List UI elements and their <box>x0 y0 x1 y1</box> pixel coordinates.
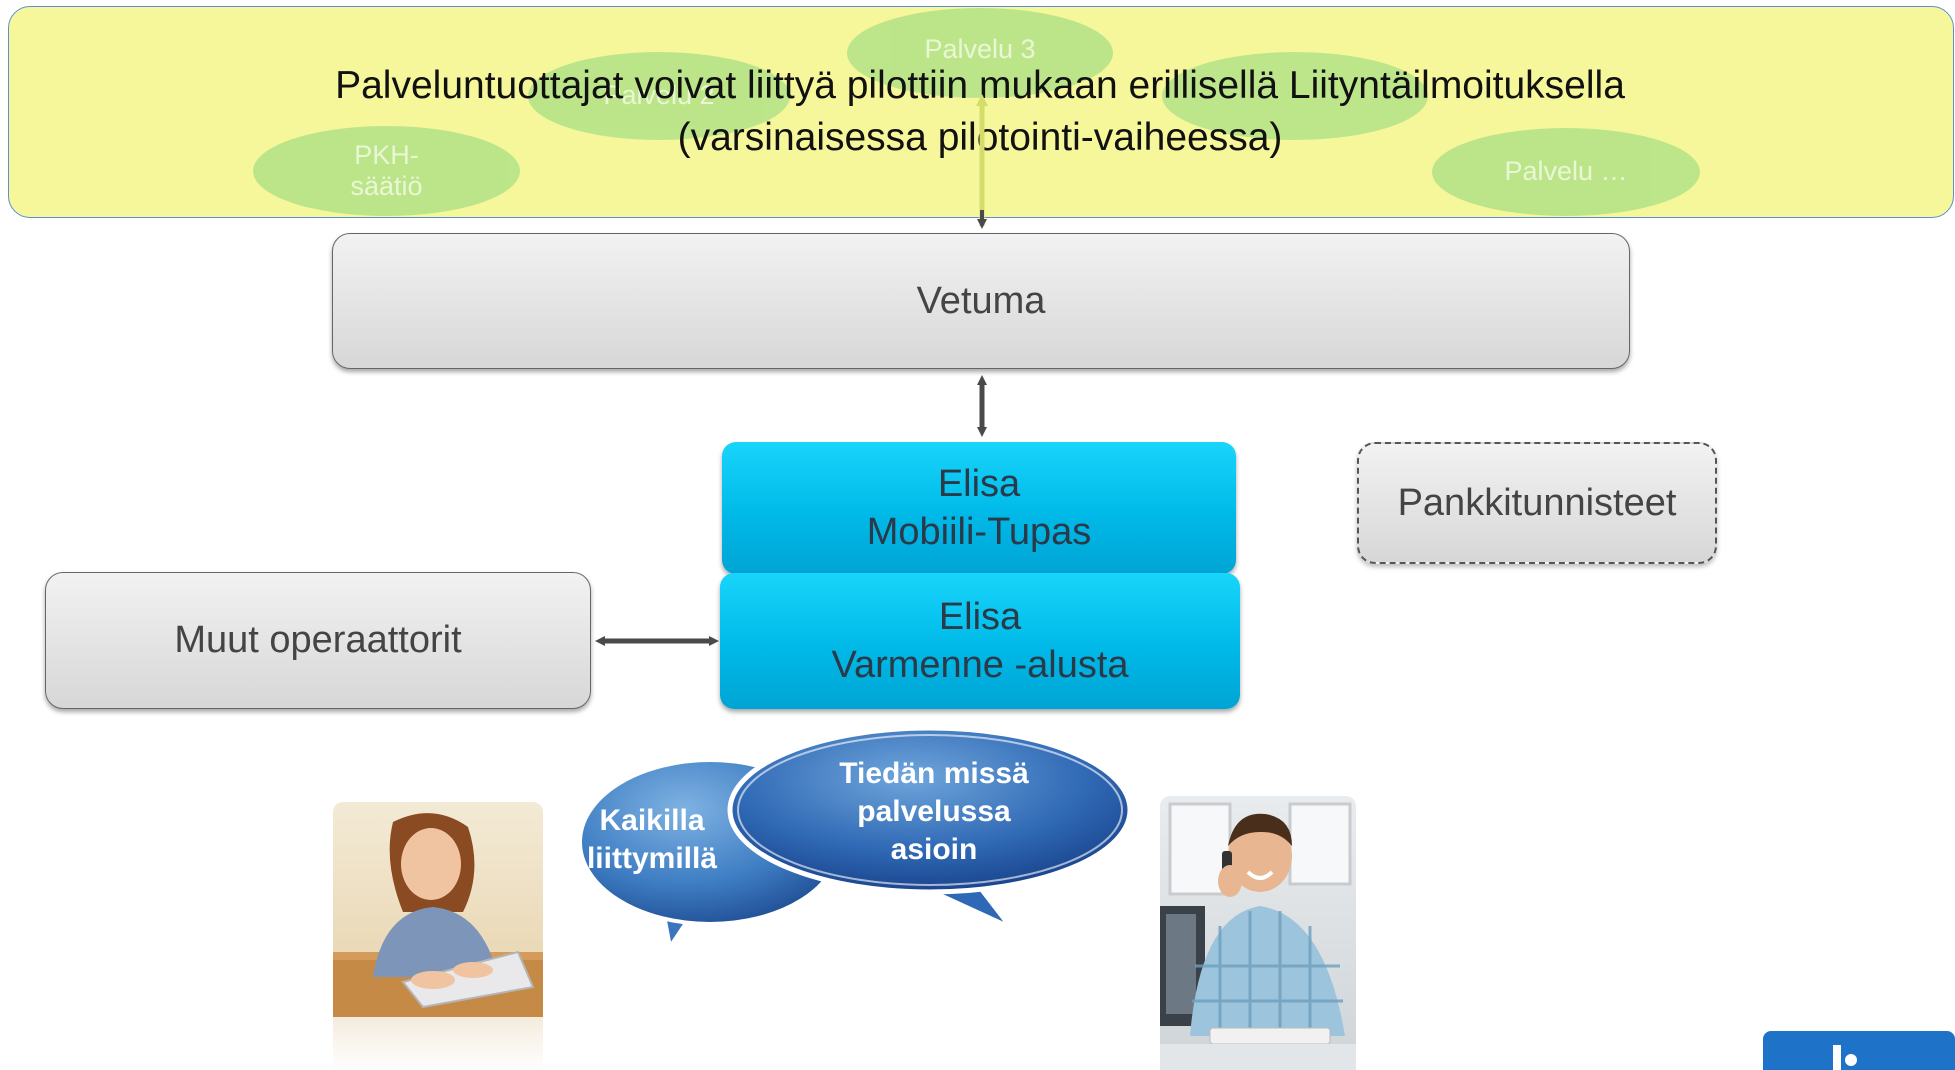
palvelu-more-label: Palvelu … <box>1504 156 1628 187</box>
bubble-left-line2: liittymillä <box>586 842 718 875</box>
speech-bubbles <box>578 725 1133 953</box>
service-oval-palvelu-2: Palvelu 2 <box>528 52 790 140</box>
varmenne-label-line1: Elisa <box>938 596 1022 638</box>
elisa-varmenne-box: Elisa Varmenne -alusta <box>720 573 1240 709</box>
bubble-right-line2: palvelussa <box>857 795 1011 828</box>
bubble-left-text: Kaikilla liittymillä <box>582 802 722 878</box>
vetuma-box: Vetuma <box>332 233 1630 369</box>
palvelu-3-label: Palvelu 3 <box>924 34 1036 64</box>
muut-operaattorit-box: Muut operaattorit <box>45 572 591 709</box>
pankki-label: Pankkitunnisteet <box>1397 481 1677 524</box>
mobiili-label-line1: Elisa <box>937 463 1021 505</box>
service-oval-palvelu-4 <box>1162 52 1428 140</box>
bubble-right-text: Tiedän missä palvelussa asioin <box>810 755 1058 869</box>
service-oval-palvelu-3: Palvelu 3 <box>847 8 1113 98</box>
pkh-label-line2: säätiö <box>350 171 423 201</box>
pkh-label-line1: PKH- <box>354 139 419 170</box>
banner-line-2: (varsinaisessa pilotointi-vaiheessa) <box>677 116 1283 159</box>
service-oval-pkh: PKH- säätiö <box>253 126 520 216</box>
varmenne-label-line2: Varmenne -alusta <box>831 644 1129 686</box>
muut-label: Muut operaattorit <box>174 619 462 661</box>
bubble-right-line1: Tiedän missä <box>839 757 1029 790</box>
vetuma-label: Vetuma <box>916 279 1046 322</box>
banner-text: Palveluntuottajat voivat liittyä pilotti… <box>180 60 1780 164</box>
elisa-mobiili-tupas-box: Elisa Mobiili-Tupas <box>722 442 1236 574</box>
logo-icon <box>1763 1031 1955 1070</box>
pankkitunnisteet-box: Pankkitunnisteet <box>1357 442 1717 564</box>
bubble-right <box>727 725 1133 929</box>
man-phone-photo <box>1160 796 1356 1070</box>
bubble-left-line1: Kaikilla <box>599 804 705 837</box>
bubble-right-line3: asioin <box>890 833 978 866</box>
palvelu-2-label: Palvelu 2 <box>603 80 715 111</box>
service-oval-palvelu-more: Palvelu … <box>1432 128 1700 216</box>
mobiili-label-line2: Mobiili-Tupas <box>866 511 1092 553</box>
banner-line-1: Palveluntuottajat voivat liittyä pilotti… <box>335 64 1625 107</box>
woman-laptop-photo <box>333 802 543 1070</box>
